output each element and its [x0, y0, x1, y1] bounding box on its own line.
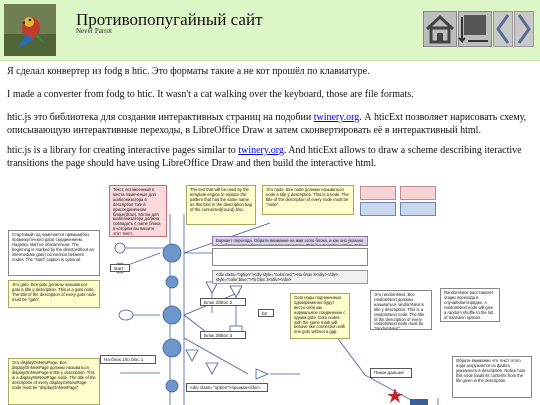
site-title: Противопопугайный сайт: [76, 10, 263, 29]
note-node: Это node. Все node должны называться nod…: [262, 185, 354, 215]
intro-paragraph-ru: Я сделал конвертер из fodg в htic. Это ф…: [7, 66, 370, 77]
legend-tile: [400, 202, 436, 216]
twinery-link[interactable]: twinery.org: [313, 112, 360, 123]
jump-option-box: <div class="option">прыжок</div>: [186, 383, 268, 392]
file-node-icon: [410, 399, 428, 405]
bloc3-box: Блок 3/Bloc 3: [200, 331, 246, 339]
bloc1-box: На блок 1/to bloc 1: [100, 355, 156, 364]
note-start: Стартовый год помечается прямым(без пром…: [8, 230, 100, 276]
chevron-left-icon[interactable]: [493, 11, 513, 47]
note-load-file: Обрати внимание что текст этого нода заг…: [452, 356, 532, 398]
note-transition-ru: Вариант перехода. Обрати внимание на имя…: [212, 236, 368, 246]
star-icon: [387, 388, 403, 403]
bloc2-box: Блок 2/Bloc 2: [200, 298, 246, 306]
chevron-right-icon[interactable]: [514, 11, 534, 47]
legend-tile: [360, 186, 396, 200]
library-paragraph-en: htic.js is a library for creating intera…: [7, 144, 535, 170]
note-random-next: Это randomNext. Все randomNext должны на…: [370, 290, 432, 330]
site-subtitle: Never Parrot: [76, 27, 112, 35]
note-option-html: <div class="option"><div style="color:re…: [212, 270, 368, 284]
legend-tile: [400, 186, 436, 200]
note-goto: Goto ноды подчиненные одновременно будут…: [290, 293, 350, 339]
site-logo[interactable]: [4, 4, 56, 56]
note-random-shuffle: RandomNext расставляет опции перехода в …: [440, 288, 500, 322]
note-display-on-new-page: Это displayOnNewPage. Все displayOnNewPa…: [8, 358, 100, 405]
down-arrow-icon[interactable]: [458, 11, 492, 47]
b2-label: b2: [258, 309, 274, 317]
library-paragraph-ru: htic.js это библиотека для создания инте…: [7, 111, 535, 137]
paragraph-text: . And hticExt allows to draw a scheme de…: [7, 145, 522, 169]
legend-tile: [360, 202, 396, 216]
note-transition-en: [212, 248, 368, 266]
note-template-text: Текст, вставленный в места помеченые для…: [109, 185, 167, 237]
note-template-text-en: The text that will be used by the templa…: [186, 185, 256, 225]
home-icon[interactable]: [423, 11, 457, 47]
paragraph-text: htic.js это библиотека для создания инте…: [7, 112, 314, 123]
intro-paragraph-en: I made a converter from fodg to htic. It…: [7, 89, 414, 100]
note-gato: Это gato. Все gato должны называться gat…: [8, 280, 100, 308]
paragraph-text: . А hticExt позволяет нарисовать схему, …: [7, 112, 527, 136]
scheme-diagram: Текст, вставленный в места помеченые для…: [0, 178, 540, 405]
write-next-box: Пиши дальше: [370, 368, 412, 378]
site-header: Противопопугайный сайт Never Parrot: [0, 0, 540, 61]
paragraph-text: htic.js is a library for creating intera…: [7, 145, 239, 156]
start-label: start: [110, 264, 130, 272]
parrot-logo-image: [4, 4, 56, 56]
twinery-link[interactable]: twinery.org: [238, 145, 284, 156]
